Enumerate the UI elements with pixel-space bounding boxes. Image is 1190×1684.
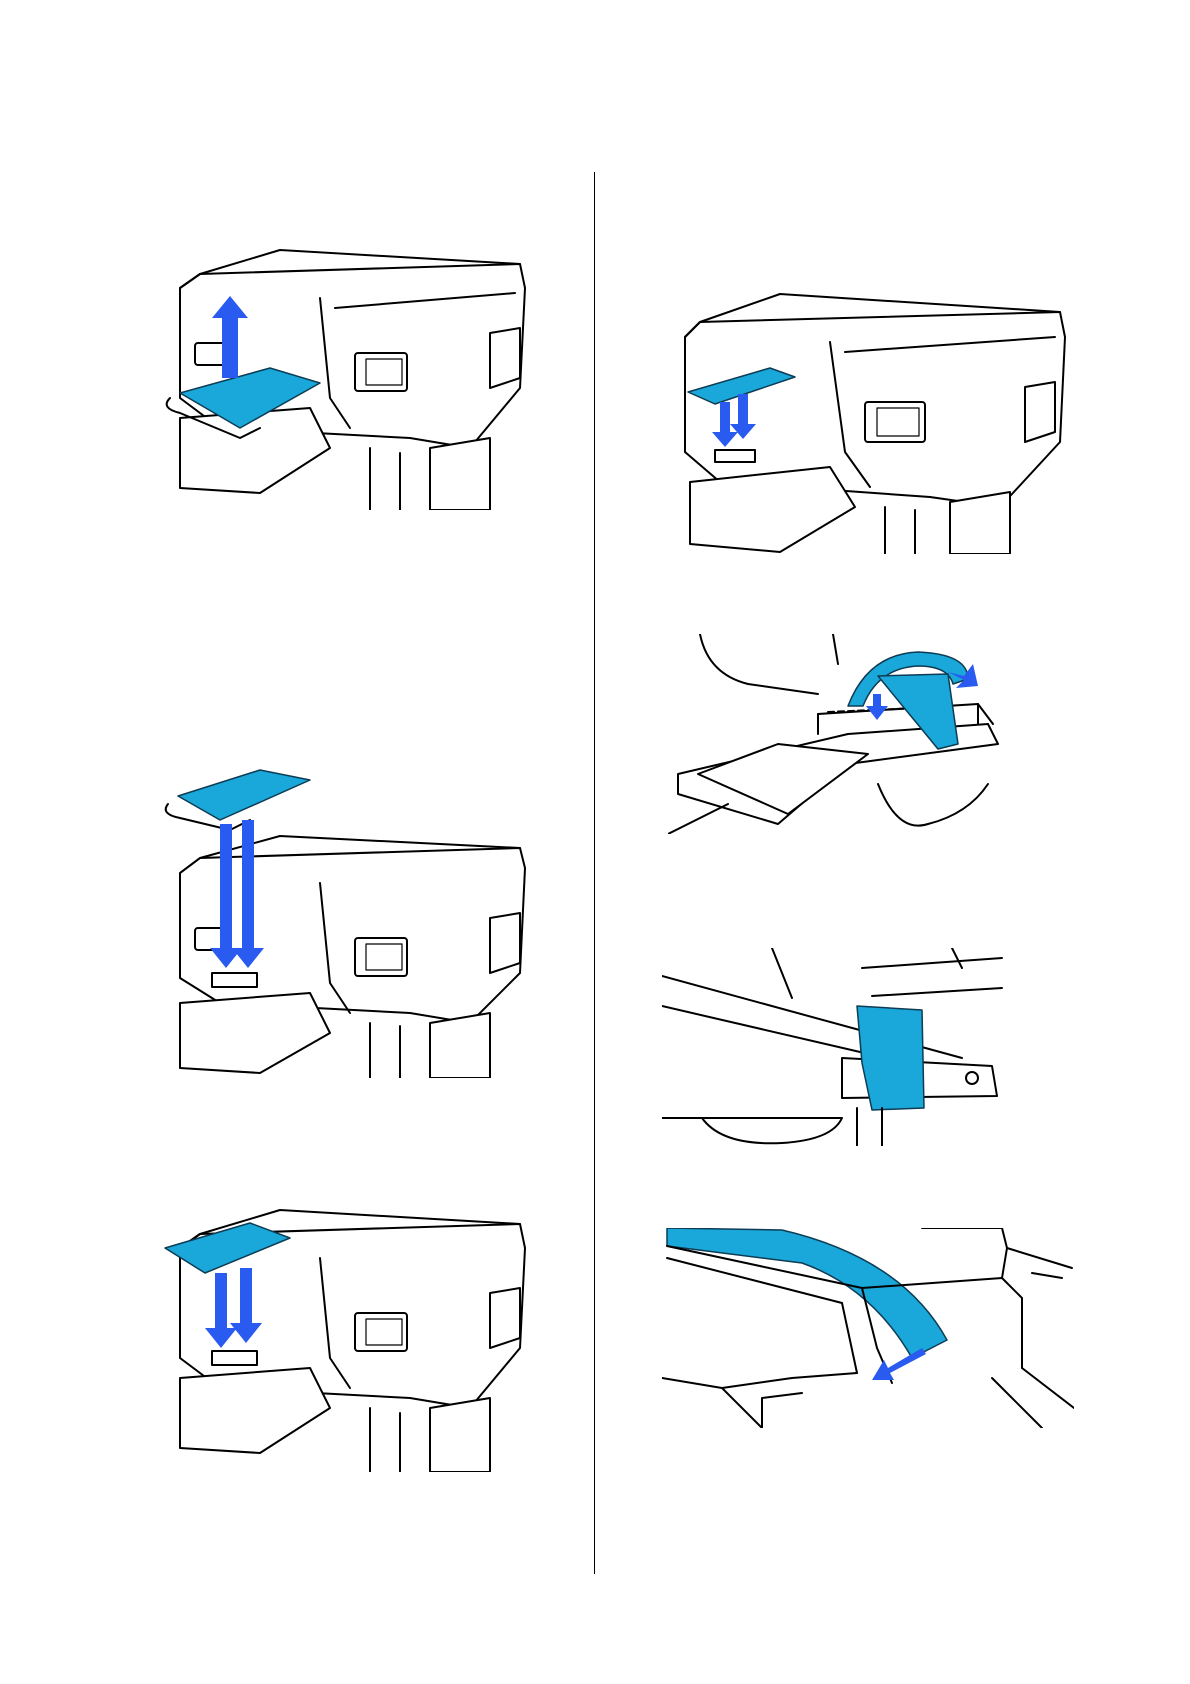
tape-closeup-illustration (662, 1228, 1074, 1428)
attach-platen-illustration (160, 768, 530, 1078)
remove-platen-illustration (160, 238, 530, 510)
tape-side-illustration (662, 948, 1006, 1146)
place-grip-pad-illustration (670, 282, 1070, 554)
place-platen-illustration (160, 1198, 530, 1472)
wrap-tape-illustration (668, 634, 1004, 834)
column-divider (594, 172, 595, 1574)
